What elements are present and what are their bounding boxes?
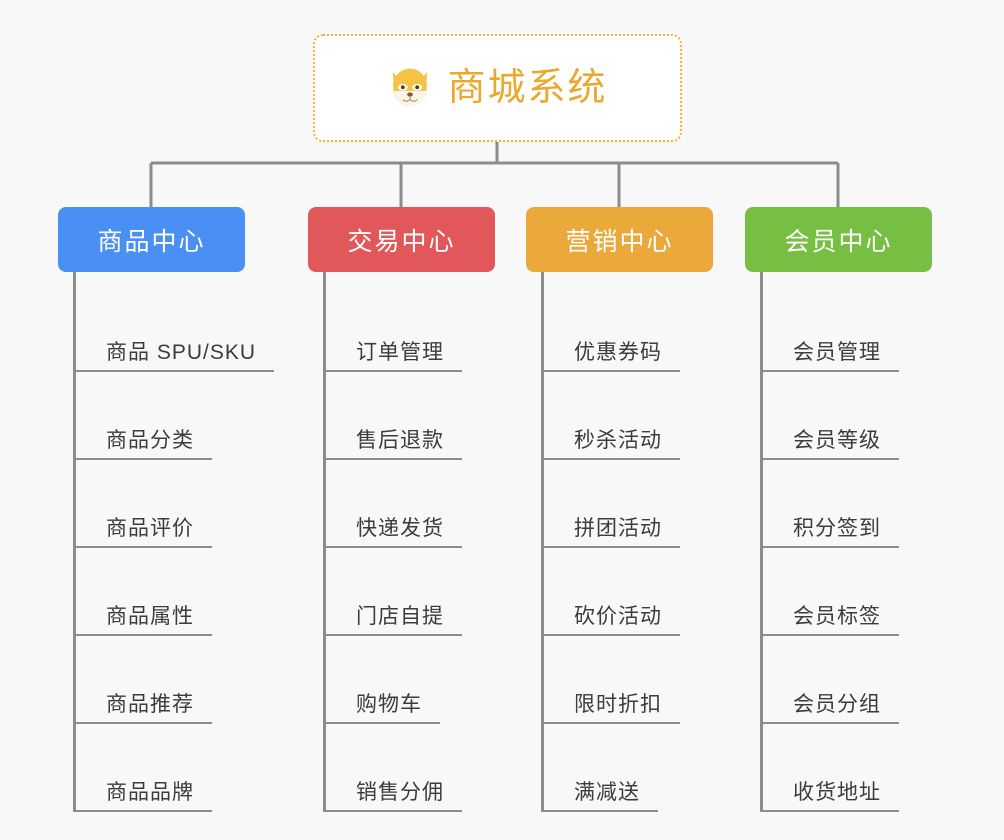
leaf-item[interactable]: 满减送 (544, 724, 713, 812)
shiba-inu-dog-face-icon (393, 68, 428, 107)
root-node[interactable]: 商城系统 (313, 34, 682, 142)
leaf-item[interactable]: 门店自提 (326, 548, 495, 636)
leaf-item[interactable]: 限时折扣 (544, 636, 713, 724)
branch-head-label: 营销中心 (565, 227, 674, 256)
leaf-label: 积分签到 (793, 516, 881, 540)
leaf-list-2: 优惠券码 秒杀活动 拼团活动 砍价活动 限时折扣 满减送 (541, 272, 713, 812)
leaf-item[interactable]: 优惠券码 (544, 284, 713, 372)
leaf-label: 购物车 (356, 692, 422, 716)
leaf-item[interactable]: 会员标签 (763, 548, 932, 636)
leaf-label: 砍价活动 (574, 604, 662, 628)
leaf-label: 商品评价 (106, 516, 194, 540)
leaf-item[interactable]: 拼团活动 (544, 460, 713, 548)
leaf-item[interactable]: 商品分类 (76, 372, 245, 460)
leaf-label: 满减送 (574, 780, 640, 804)
leaf-label: 门店自提 (356, 604, 444, 628)
leaf-label: 售后退款 (356, 428, 444, 452)
leaf-label: 商品品牌 (106, 780, 194, 804)
leaf-item[interactable]: 会员管理 (763, 284, 932, 372)
leaf-label: 订单管理 (356, 340, 444, 364)
leaf-item[interactable]: 售后退款 (326, 372, 495, 460)
leaf-item[interactable]: 商品评价 (76, 460, 245, 548)
leaf-item[interactable]: 积分签到 (763, 460, 932, 548)
leaf-label: 商品推荐 (106, 692, 194, 716)
branch-column-3: 会员中心 会员管理 会员等级 积分签到 会员标签 会员分组 收货地址 (745, 207, 932, 812)
leaf-label: 优惠券码 (574, 340, 662, 364)
leaf-item[interactable]: 商品品牌 (76, 724, 245, 812)
leaf-label: 收货地址 (793, 780, 881, 804)
branch-head-1[interactable]: 交易中心 (308, 207, 495, 272)
leaf-label: 商品 SPU/SKU (106, 340, 257, 364)
branch-head-0[interactable]: 商品中心 (58, 207, 245, 272)
leaf-list-0: 商品 SPU/SKU 商品分类 商品评价 商品属性 商品推荐 商品品牌 (73, 272, 275, 812)
leaf-item[interactable]: 商品 SPU/SKU (76, 284, 275, 372)
branch-head-label: 商品中心 (97, 227, 206, 256)
leaf-label: 快递发货 (356, 516, 444, 540)
leaf-item[interactable]: 会员等级 (763, 372, 932, 460)
leaf-label: 秒杀活动 (574, 428, 662, 452)
branch-head-label: 交易中心 (347, 227, 456, 256)
leaf-label: 商品分类 (106, 428, 194, 452)
branch-head-3[interactable]: 会员中心 (745, 207, 932, 272)
leaf-item[interactable]: 会员分组 (763, 636, 932, 724)
leaf-item[interactable]: 商品推荐 (76, 636, 245, 724)
leaf-item[interactable]: 秒杀活动 (544, 372, 713, 460)
leaf-label: 会员等级 (793, 428, 881, 452)
leaf-label: 会员分组 (793, 692, 881, 716)
leaf-label: 拼团活动 (574, 516, 662, 540)
leaf-label: 限时折扣 (574, 692, 662, 716)
branch-head-label: 会员中心 (784, 227, 893, 256)
leaf-label: 会员管理 (793, 340, 881, 364)
leaf-label: 会员标签 (793, 604, 881, 628)
root-title: 商城系统 (447, 67, 608, 109)
leaf-item[interactable]: 订单管理 (326, 284, 495, 372)
branch-column-2: 营销中心 优惠券码 秒杀活动 拼团活动 砍价活动 限时折扣 满减送 (526, 207, 713, 812)
branch-head-2[interactable]: 营销中心 (526, 207, 713, 272)
leaf-item[interactable]: 购物车 (326, 636, 495, 724)
leaf-list-1: 订单管理 售后退款 快递发货 门店自提 购物车 销售分佣 (323, 272, 495, 812)
leaf-label: 销售分佣 (356, 780, 444, 804)
branch-column-1: 交易中心 订单管理 售后退款 快递发货 门店自提 购物车 销售分佣 (308, 207, 495, 812)
leaf-item[interactable]: 商品属性 (76, 548, 245, 636)
leaf-item[interactable]: 砍价活动 (544, 548, 713, 636)
leaf-item[interactable]: 销售分佣 (326, 724, 495, 812)
leaf-label: 商品属性 (106, 604, 194, 628)
leaf-list-3: 会员管理 会员等级 积分签到 会员标签 会员分组 收货地址 (760, 272, 932, 812)
leaf-item[interactable]: 收货地址 (763, 724, 932, 812)
branch-column-0: 商品中心 商品 SPU/SKU 商品分类 商品评价 商品属性 商品推荐 商品品牌 (58, 207, 275, 812)
leaf-item[interactable]: 快递发货 (326, 460, 495, 548)
